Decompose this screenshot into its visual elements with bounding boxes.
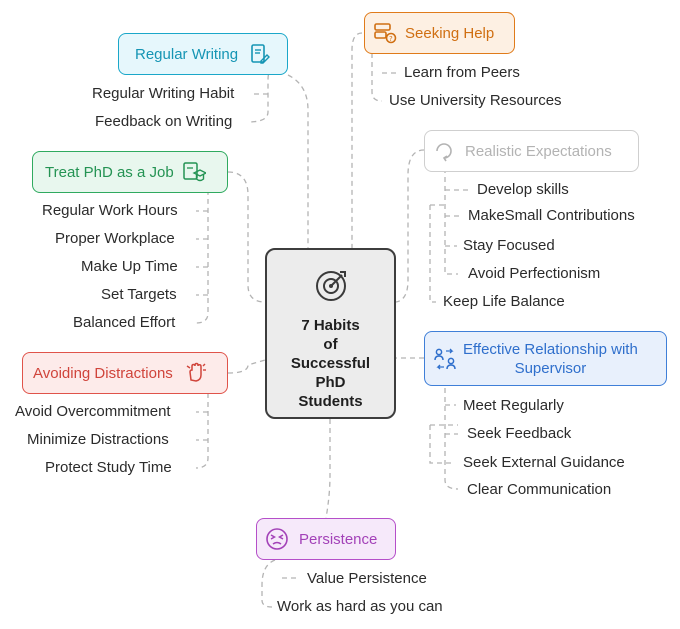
list-item: Develop skills (477, 181, 569, 198)
list-item: MakeSmall Contributions (468, 207, 635, 224)
list-item: Work as hard as you can (277, 598, 443, 615)
connector-realistic (395, 149, 425, 303)
connector-regular-writing (287, 74, 309, 248)
document-edit-icon (248, 43, 271, 65)
category-label: Treat PhD as a Job (45, 163, 174, 181)
list-item: Seek External Guidance (463, 454, 625, 471)
central-title-line: Successful (290, 355, 371, 372)
stop-hand-icon (185, 362, 207, 384)
category-supervisor-relationship: Effective Relationship with Supervisor (424, 331, 667, 386)
people-exchange-icon (433, 347, 457, 371)
persevere-face-icon (265, 527, 289, 551)
central-title-line: PhD (315, 374, 346, 391)
category-label: Persistence (299, 530, 378, 548)
category-label: Regular Writing (135, 45, 239, 63)
central-topic: 7 Habits of Successful PhD Students (265, 248, 396, 419)
central-title-line: Students (298, 393, 363, 410)
list-item: Use University Resources (389, 92, 562, 109)
connector-treat-job (227, 171, 266, 303)
list-item: Feedback on Writing (95, 113, 233, 130)
category-label: Avoiding Distractions (33, 364, 173, 382)
category-realistic-expectations: Realistic Expectations (424, 130, 639, 172)
list-item: Meet Regularly (463, 397, 564, 414)
connector-seeking-help (351, 32, 363, 248)
category-label-line: Effective Relationship with (463, 340, 638, 358)
category-treat-phd-as-job: Treat PhD as a Job (32, 151, 228, 193)
refresh-icon (433, 140, 455, 162)
graduate-icon (182, 160, 206, 184)
connector-distractions (227, 359, 266, 374)
list-item: Clear Communication (467, 481, 612, 498)
central-title-line: of (323, 336, 338, 353)
category-label-line: Supervisor (514, 359, 587, 377)
category-regular-writing: Regular Writing (118, 33, 288, 75)
list-item: Proper Workplace (55, 230, 175, 247)
list-item: Avoid Overcommitment (15, 403, 171, 420)
list-item: Balanced Effort (73, 314, 176, 331)
category-seeking-help: ? Seeking Help (364, 12, 515, 54)
list-item: Avoid Perfectionism (468, 265, 601, 282)
list-item: Make Up Time (81, 258, 178, 275)
server-help-icon: ? (373, 21, 397, 45)
target-icon (315, 271, 346, 301)
connector-persistence (325, 419, 331, 519)
category-label: Seeking Help (405, 24, 495, 42)
list-item: Stay Focused (463, 237, 555, 254)
list-item: Regular Work Hours (42, 202, 178, 219)
category-label: Realistic Expectations (465, 142, 612, 160)
list-item: Seek Feedback (467, 425, 572, 442)
central-title: 7 Habits of Successful PhD Students (276, 316, 386, 411)
list-item: Protect Study Time (45, 459, 172, 476)
svg-text:?: ? (389, 35, 393, 43)
central-title-line: 7 Habits (301, 317, 360, 334)
list-item: Set Targets (101, 286, 177, 303)
list-item: Regular Writing Habit (92, 85, 235, 102)
list-item: Learn from Peers (404, 64, 520, 81)
list-item: Minimize Distractions (27, 431, 169, 448)
category-avoiding-distractions: Avoiding Distractions (22, 352, 228, 394)
category-persistence: Persistence (256, 518, 396, 560)
list-item: Keep Life Balance (443, 293, 565, 310)
list-item: Value Persistence (307, 570, 427, 587)
